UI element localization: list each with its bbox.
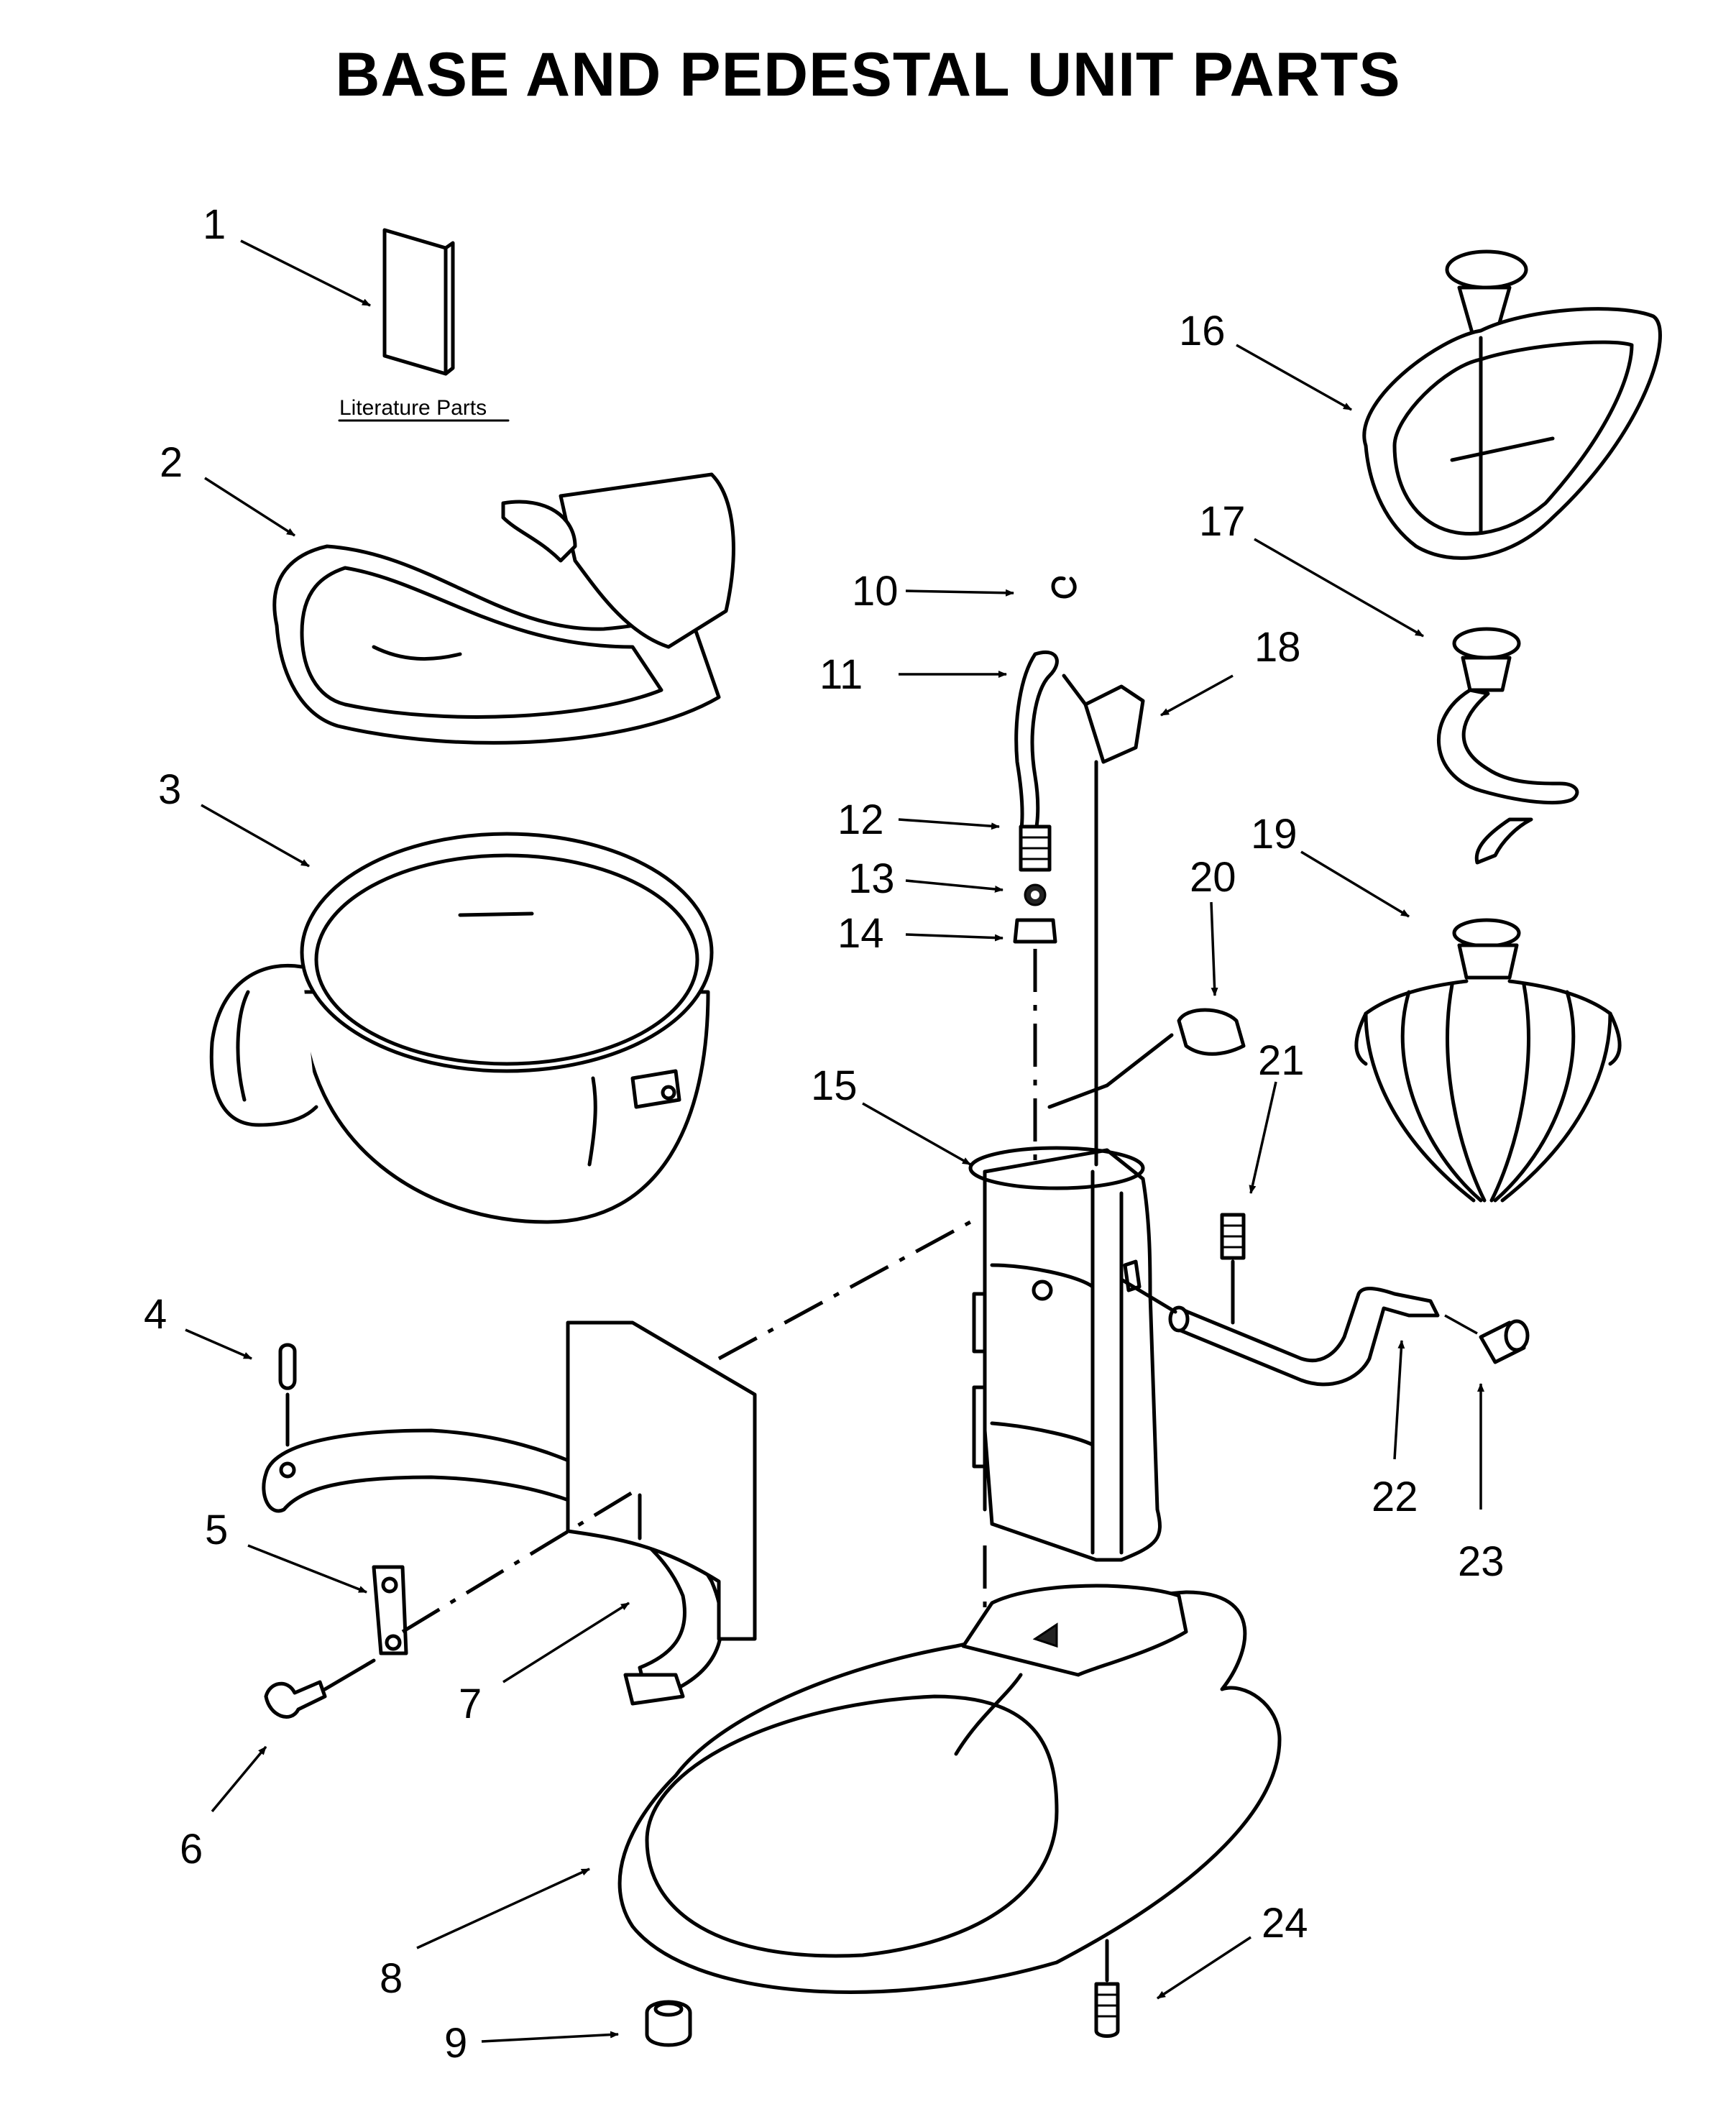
callout-19: 19 xyxy=(1251,811,1298,858)
callout-16: 16 xyxy=(1179,308,1226,354)
dough-hook xyxy=(1436,627,1579,865)
screw xyxy=(264,1658,376,1719)
base-screw xyxy=(1094,1939,1120,2038)
bowl xyxy=(209,832,714,1224)
lift-linkage xyxy=(1013,576,1077,1164)
callout-11: 11 xyxy=(819,651,863,698)
callout-1: 1 xyxy=(203,201,226,248)
lift-lever-block xyxy=(1062,674,1145,1167)
leader-arrows xyxy=(185,239,1484,2043)
callout-24: 24 xyxy=(1262,1900,1308,1947)
callout-15: 15 xyxy=(811,1062,858,1109)
callout-10: 10 xyxy=(852,568,899,615)
callout-7: 7 xyxy=(459,1681,482,1727)
callout-numbers: 1 2 3 4 5 6 7 8 9 10 11 12 13 14 15 16 1… xyxy=(144,201,1505,2067)
callout-9: 9 xyxy=(444,2020,467,2067)
callout-14: 14 xyxy=(837,910,884,957)
callout-6: 6 xyxy=(180,1826,203,1873)
wire-whip xyxy=(1354,918,1622,1203)
callout-2: 2 xyxy=(160,439,183,486)
pouring-shield xyxy=(272,472,735,745)
foot xyxy=(645,2000,692,2047)
callout-4: 4 xyxy=(144,1291,167,1338)
bowl-clamp-plate xyxy=(262,1320,757,1706)
callout-3: 3 xyxy=(158,766,181,813)
callout-20: 20 xyxy=(1190,854,1236,901)
lift-handle xyxy=(1119,1277,1440,1387)
handle-screw xyxy=(1220,1213,1246,1325)
callout-5: 5 xyxy=(205,1507,228,1553)
cam xyxy=(1047,1008,1246,1109)
callout-12: 12 xyxy=(837,796,884,843)
callout-21: 21 xyxy=(1258,1037,1305,1084)
base xyxy=(617,1584,1282,1994)
callout-23: 23 xyxy=(1458,1538,1505,1585)
page-title: BASE AND PEDESTAL UNIT PARTS xyxy=(335,40,1401,109)
latch-pin xyxy=(278,1343,297,1447)
callout-13: 13 xyxy=(848,855,895,902)
callout-18: 18 xyxy=(1254,624,1301,671)
callout-22: 22 xyxy=(1372,1474,1418,1520)
assembly-lines xyxy=(401,1220,987,1634)
pedestal-column xyxy=(968,1146,1162,1562)
handle-knob xyxy=(1444,1314,1530,1364)
literature-label: Literature Parts xyxy=(339,396,487,420)
callout-8: 8 xyxy=(380,1955,403,2002)
flat-beater xyxy=(1362,249,1662,560)
bracket-plate xyxy=(372,1565,408,1655)
callout-17: 17 xyxy=(1199,498,1246,545)
literature-parts: Literature Parts xyxy=(338,228,510,422)
